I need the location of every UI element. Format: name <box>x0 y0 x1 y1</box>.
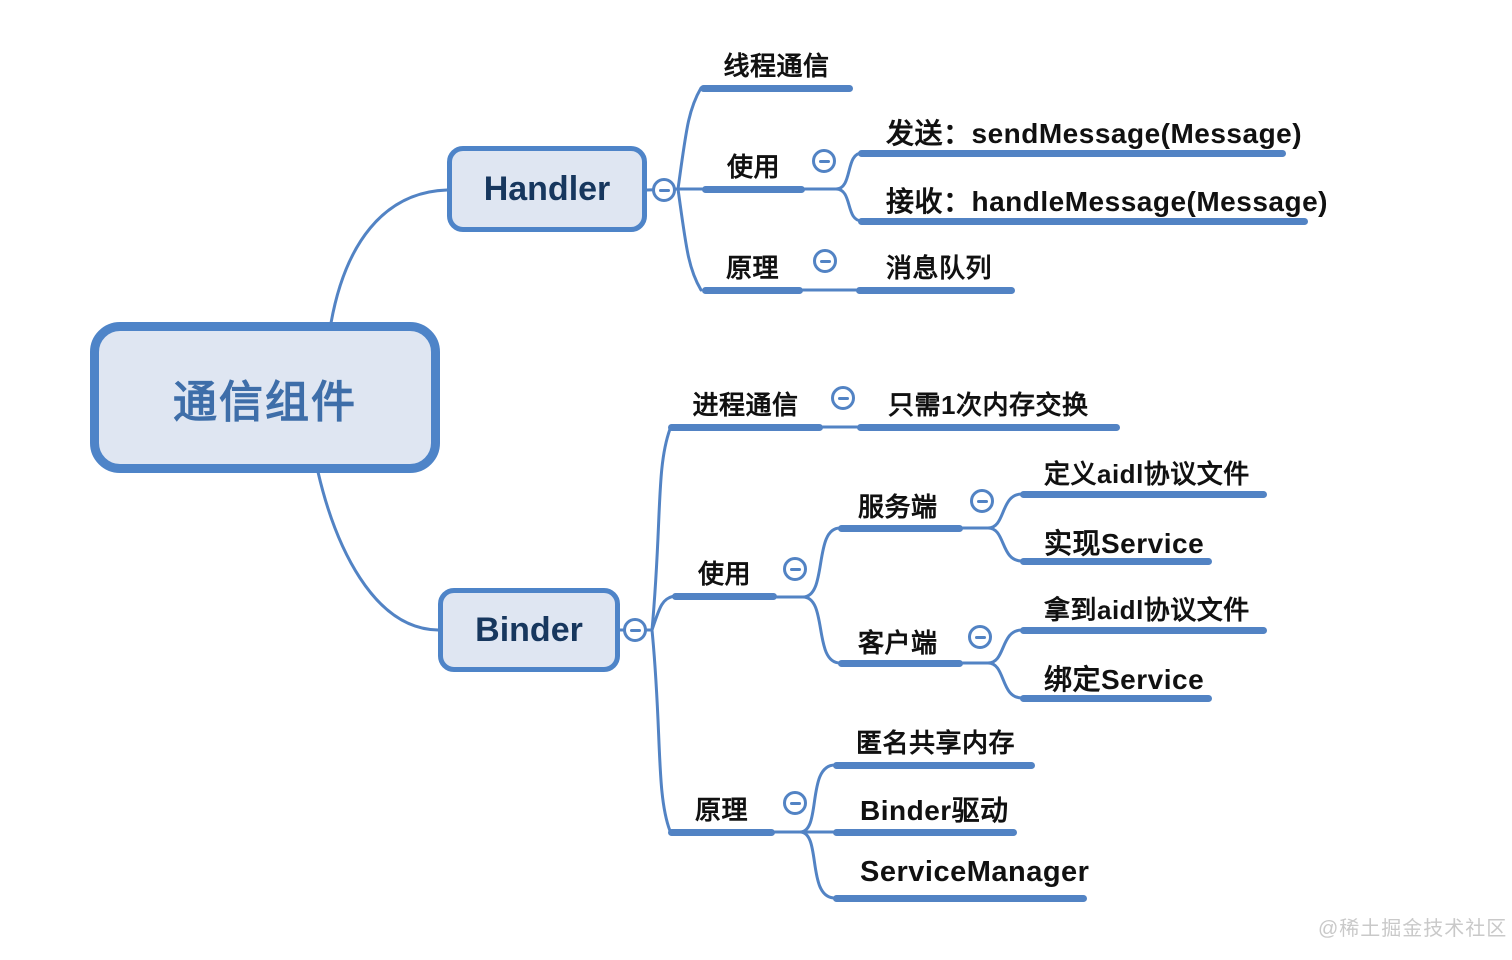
connector-binder-ipc <box>650 427 672 632</box>
connector-handler-thread <box>676 86 703 191</box>
node-handler[interactable]: Handler <box>447 146 647 232</box>
branch-binder-server-underline <box>838 525 963 532</box>
branch-handler-send-label[interactable]: 发送：sendMessage(Message) <box>886 118 1303 149</box>
connector-client-bind <box>986 661 1024 700</box>
branch-handler-principle-label[interactable]: 原理 <box>725 253 779 283</box>
branch-handler-thread-label[interactable]: 线程通信 <box>723 51 830 81</box>
branch-driver-underline <box>833 829 1017 836</box>
branch-handler-send-underline <box>858 150 1286 157</box>
branch-servicemanager-label[interactable]: ServiceManager <box>860 856 1090 888</box>
connector-bprinciple-ashmem <box>798 763 837 834</box>
collapse-toggle-binder-use[interactable] <box>783 557 807 581</box>
node-root-label: 通信组件 <box>173 377 357 427</box>
branch-handler-principle-underline <box>702 287 803 294</box>
connector-handler-principle <box>676 187 703 292</box>
minus-icon <box>818 159 830 163</box>
branch-binder-ipc-underline <box>668 424 823 431</box>
branch-handler-queue-label[interactable]: 消息队列 <box>886 253 993 283</box>
connector-server-aidl <box>986 492 1024 530</box>
minus-icon <box>819 259 831 263</box>
node-root[interactable]: 通信组件 <box>90 322 440 473</box>
connector-bprinciple-sm <box>798 830 837 900</box>
branch-client-aidl-underline <box>1020 627 1267 634</box>
branch-server-aidl-underline <box>1020 491 1267 498</box>
branch-binder-ipc-label[interactable]: 进程通信 <box>692 390 799 420</box>
connector-use-send <box>834 151 864 191</box>
branch-binder-client-label[interactable]: 客户端 <box>858 628 938 658</box>
branch-binder-use-underline <box>672 593 777 600</box>
minus-icon <box>789 567 801 571</box>
branch-ashmem-label[interactable]: 匿名共享内存 <box>856 728 1016 758</box>
connector-buse-client <box>801 595 842 665</box>
connector-buse-server <box>801 526 842 599</box>
collapse-toggle-binder[interactable] <box>623 618 647 642</box>
collapse-toggle-client[interactable] <box>968 625 992 649</box>
connector-binder-principle <box>650 628 672 833</box>
collapse-toggle-handler-principle[interactable] <box>813 249 837 273</box>
branch-handler-use-label[interactable]: 使用 <box>726 152 780 182</box>
connector-root-binder <box>316 470 440 632</box>
minus-icon <box>974 635 986 639</box>
minus-icon <box>837 396 849 400</box>
branch-server-aidl-label[interactable]: 定义aidl协议文件 <box>1044 459 1250 489</box>
branch-binder-server-label[interactable]: 服务端 <box>858 492 938 522</box>
minus-icon <box>658 188 670 192</box>
branch-binder-client-underline <box>838 660 963 667</box>
branch-handler-receive-label[interactable]: 接收：handleMessage(Message) <box>886 186 1328 217</box>
branch-handler-thread-underline <box>700 85 853 92</box>
branch-ashmem-underline <box>833 762 1035 769</box>
collapse-toggle-handler-use[interactable] <box>812 149 836 173</box>
minus-icon <box>976 499 988 503</box>
connector-server-impl <box>986 526 1024 563</box>
collapse-toggle-server[interactable] <box>970 489 994 513</box>
branch-driver-label[interactable]: Binder驱动 <box>860 795 1009 826</box>
branch-handler-use-underline <box>702 186 805 193</box>
branch-servicemanager-underline <box>833 895 1087 902</box>
minus-icon <box>629 628 641 632</box>
node-binder-label: Binder <box>475 610 583 649</box>
node-binder[interactable]: Binder <box>438 588 620 672</box>
branch-binder-ipc-detail-label[interactable]: 只需1次内存交换 <box>888 390 1089 420</box>
node-handler-label: Handler <box>483 169 611 208</box>
watermark: @稀土掘金技术社区 <box>1318 918 1508 940</box>
branch-handler-queue-underline <box>856 287 1015 294</box>
branch-client-aidl-label[interactable]: 拿到aidl协议文件 <box>1044 595 1250 625</box>
branch-binder-ipc-detail-underline <box>857 424 1120 431</box>
branch-binder-use-label[interactable]: 使用 <box>697 559 751 589</box>
branch-server-impl-label[interactable]: 实现Service <box>1044 528 1205 559</box>
branch-binder-principle-underline <box>668 829 775 836</box>
connector-use-receive <box>834 187 864 223</box>
connector-binder-use <box>650 594 676 632</box>
collapse-toggle-binder-principle[interactable] <box>783 791 807 815</box>
branch-client-bind-label[interactable]: 绑定Service <box>1044 664 1205 695</box>
minus-icon <box>789 801 801 805</box>
collapse-toggle-binder-ipc[interactable] <box>831 386 855 410</box>
collapse-toggle-handler[interactable] <box>652 178 676 202</box>
branch-handler-receive-underline <box>858 218 1308 225</box>
connector-client-aidl <box>986 628 1024 665</box>
connector-root-handler <box>329 188 449 325</box>
branch-binder-principle-label[interactable]: 原理 <box>694 795 748 825</box>
branch-client-bind-underline <box>1020 695 1212 702</box>
branch-server-impl-underline <box>1020 558 1212 565</box>
